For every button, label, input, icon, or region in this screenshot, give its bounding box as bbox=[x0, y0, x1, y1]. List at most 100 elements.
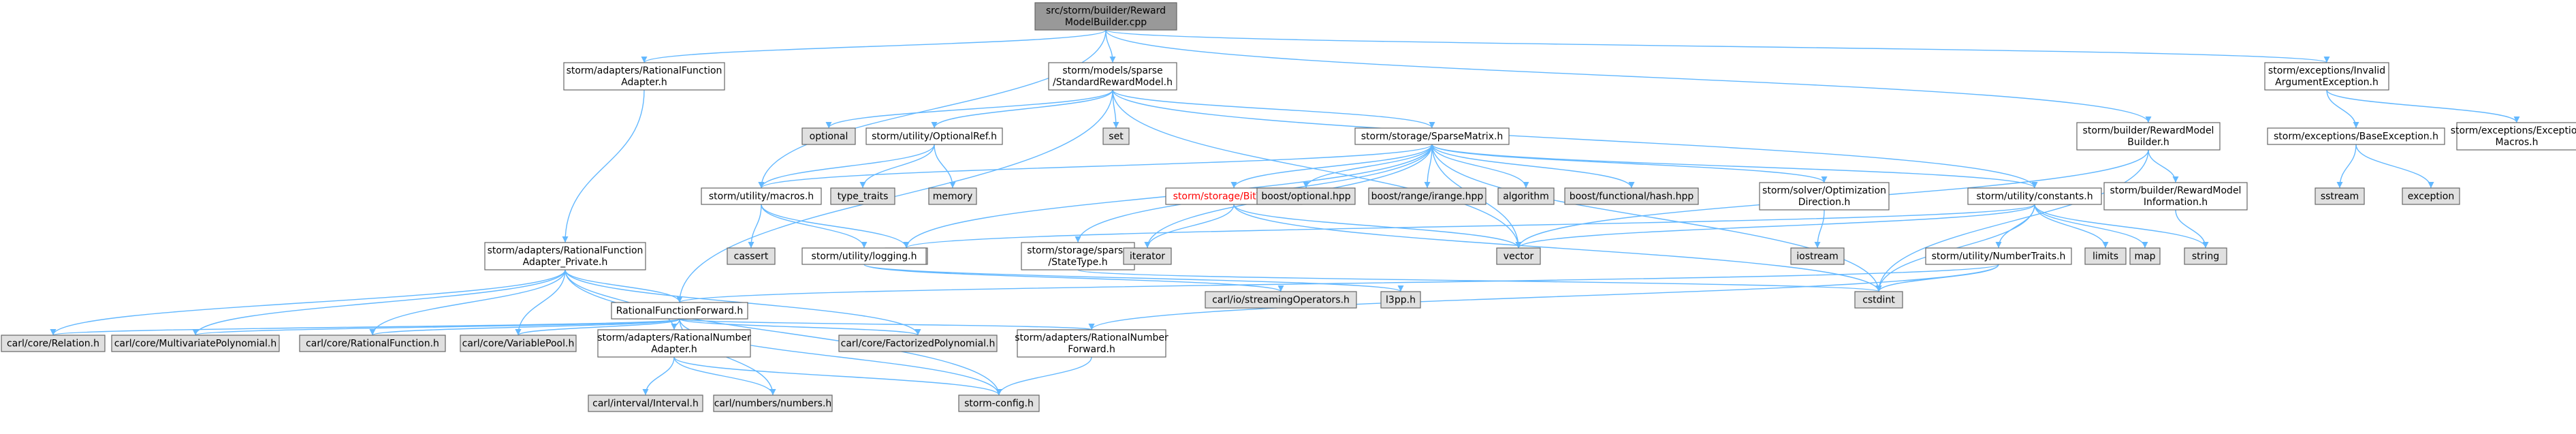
node-label-line: type_traits bbox=[838, 191, 889, 202]
node-set[interactable]: set bbox=[1102, 127, 1130, 145]
node-label-line: carl/core/MultivariatePolynomial.h bbox=[114, 339, 277, 350]
node-label-line: storm/utility/OptionalRef.h bbox=[872, 131, 997, 142]
node-optionalref_h[interactable]: storm/utility/OptionalRef.h bbox=[865, 127, 1003, 145]
edge-numbertraits_h-to-rationalfunctionforward_h bbox=[677, 264, 1999, 303]
edge-rationalfunctionforward_h-to-rationalnumberforward_h bbox=[679, 318, 1094, 330]
edge-invalidargumentexception_h-to-exceptionmacros_h bbox=[2326, 89, 2520, 123]
node-vector[interactable]: vector bbox=[1496, 247, 1541, 265]
node-statetype_h[interactable]: storm/storage/sparse/StateType.h bbox=[1021, 242, 1135, 270]
node-label-line: /StandardRewardModel.h bbox=[1053, 77, 1173, 88]
node-cstdint[interactable]: cstdint bbox=[1854, 291, 1903, 309]
edge-sparsematrix_h-to-bitvector_h bbox=[1230, 144, 1433, 189]
edge-standardrewardmodel_h-to-vector bbox=[1112, 89, 1522, 249]
edge-rationalnumberforward_h-to-storm_config_h bbox=[996, 356, 1092, 396]
edge-standardrewardmodel_h-to-sparsematrix_h bbox=[1112, 89, 1435, 129]
node-label-line: carl/interval/Interval.h bbox=[592, 399, 699, 409]
node-label-line: storm/builder/RewardModel bbox=[2083, 125, 2214, 136]
node-carl_relation[interactable]: carl/core/Relation.h bbox=[1, 335, 106, 352]
node-exception[interactable]: exception bbox=[2402, 187, 2460, 205]
node-carl_rationalfunction[interactable]: carl/core/RationalFunction.h bbox=[299, 335, 446, 352]
node-box bbox=[2076, 122, 2221, 151]
edge-sparsematrix_h-to-boost_irange bbox=[1424, 144, 1433, 189]
node-boost_irange[interactable]: boost/range/irange.hpp bbox=[1368, 187, 1486, 205]
node-carl_factorizedpolynomial[interactable]: carl/core/FactorizedPolynomial.h bbox=[838, 335, 998, 352]
node-carl_numbers[interactable]: carl/numbers/numbers.h bbox=[713, 394, 833, 412]
node-memory[interactable]: memory bbox=[928, 187, 977, 205]
node-logging_h[interactable]: storm/utility/logging.h bbox=[801, 247, 927, 265]
node-box bbox=[1790, 247, 1845, 265]
node-box bbox=[597, 329, 751, 358]
edge-rewardmodelinformation_h-to-string bbox=[2175, 209, 2209, 249]
node-l3pp_h[interactable]: l3pp.h bbox=[1380, 291, 1421, 309]
node-carl_variablepool[interactable]: carl/core/VariablePool.h bbox=[460, 335, 577, 352]
node-label-line: carl/io/streamingOperators.h bbox=[1212, 295, 1350, 306]
node-macros_h[interactable]: storm/utility/macros.h bbox=[701, 187, 822, 205]
node-box bbox=[460, 335, 577, 352]
node-label-line: storm/adapters/RationalFunction bbox=[567, 65, 722, 76]
edge-standardrewardmodel_h-to-optional bbox=[825, 89, 1113, 129]
node-sstream[interactable]: sstream bbox=[2315, 187, 2365, 205]
edge-rationalfunctionadapter_private_h-to-carl_rationalfunction bbox=[369, 269, 566, 336]
edge-optionalref_h-to-memory bbox=[934, 144, 956, 189]
edge-rewardmodelbuilder_cpp-to-builder_rewardmodelbuilder_h bbox=[1105, 29, 2152, 123]
node-storm_config_h[interactable]: storm-config.h bbox=[958, 394, 1040, 412]
node-cassert[interactable]: cassert bbox=[727, 247, 776, 265]
node-boost_optional[interactable]: boost/optional.hpp bbox=[1256, 187, 1356, 205]
node-limits[interactable]: limits bbox=[2084, 247, 2127, 265]
node-box bbox=[1, 335, 106, 352]
node-rationalfunctionadapter_private_h[interactable]: storm/adapters/RationalFunctionAdapter_P… bbox=[484, 242, 646, 270]
node-label-line: limits bbox=[2093, 251, 2118, 262]
edge-sparsematrix_h-to-boost_hash bbox=[1431, 144, 1635, 189]
node-boost_hash[interactable]: boost/functional/hash.hpp bbox=[1564, 187, 1699, 205]
node-carl_interval[interactable]: carl/interval/Interval.h bbox=[588, 394, 703, 412]
node-box bbox=[701, 187, 822, 205]
node-carl_streamingoperators[interactable]: carl/io/streamingOperators.h bbox=[1205, 291, 1357, 309]
node-box bbox=[2264, 62, 2389, 91]
node-label-line: memory bbox=[933, 191, 973, 202]
node-invalidargumentexception_h[interactable]: storm/exceptions/InvalidArgumentExceptio… bbox=[2264, 62, 2389, 91]
node-label-line: storm/adapters/RationalNumber bbox=[1015, 332, 1168, 343]
node-constants_h[interactable]: storm/utility/constants.h bbox=[1967, 187, 2102, 205]
edge-bitvector_h-to-vector bbox=[1233, 204, 1522, 249]
node-label-line: boost/optional.hpp bbox=[1261, 191, 1350, 202]
node-box bbox=[1368, 187, 1486, 205]
node-iterator[interactable]: iterator bbox=[1123, 247, 1172, 265]
node-box bbox=[801, 127, 856, 145]
node-numbertraits_h[interactable]: storm/utility/NumberTraits.h bbox=[1925, 247, 2072, 265]
node-box bbox=[1205, 291, 1357, 309]
node-carl_multivariatepolynomial[interactable]: carl/core/MultivariatePolynomial.h bbox=[111, 335, 280, 352]
node-box bbox=[484, 242, 646, 270]
node-iostream[interactable]: iostream bbox=[1790, 247, 1845, 265]
node-label-line: storm/builder/RewardModel bbox=[2110, 185, 2242, 196]
node-box bbox=[299, 335, 446, 352]
node-optional[interactable]: optional bbox=[801, 127, 856, 145]
node-label-line: carl/core/VariablePool.h bbox=[462, 339, 575, 350]
node-box bbox=[2402, 187, 2460, 205]
node-sparsematrix_h[interactable]: storm/storage/SparseMatrix.h bbox=[1354, 127, 1510, 145]
edge-macros_h-to-iosfwd bbox=[761, 204, 910, 249]
edge-standardrewardmodel_h-to-rationalfunctionforward_h bbox=[676, 89, 1113, 303]
node-rationalfunctionforward_h[interactable]: RationalFunctionForward.h bbox=[611, 302, 748, 320]
node-box bbox=[1017, 329, 1166, 358]
node-label-line: /StateType.h bbox=[1048, 257, 1107, 268]
node-string[interactable]: string bbox=[2184, 247, 2227, 265]
node-box bbox=[838, 335, 998, 352]
node-type_traits[interactable]: type_traits bbox=[830, 187, 895, 205]
node-algorithm[interactable]: algorithm bbox=[1497, 187, 1555, 205]
node-standardrewardmodel_h[interactable]: storm/models/sparse/StandardRewardModel.… bbox=[1048, 62, 1177, 91]
node-label-line: Adapter_Private.h bbox=[523, 257, 608, 268]
node-box bbox=[111, 335, 280, 352]
edge-builder_rewardmodelbuilder_h-to-cstdint bbox=[1875, 149, 2149, 292]
node-box bbox=[713, 394, 833, 412]
node-map[interactable]: map bbox=[2129, 247, 2161, 265]
node-box bbox=[830, 187, 895, 205]
node-baseexception_h[interactable]: storm/exceptions/BaseException.h bbox=[2267, 127, 2445, 145]
